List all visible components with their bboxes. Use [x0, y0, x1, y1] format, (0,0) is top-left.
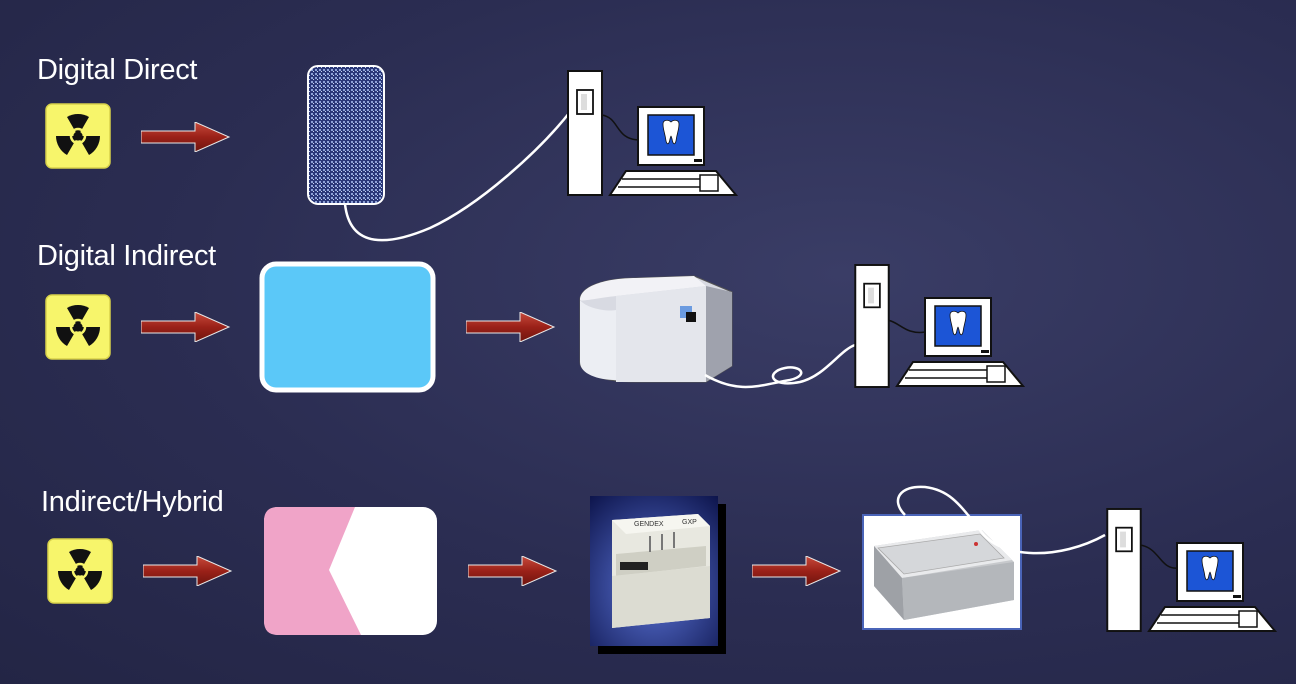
processor-brand-label: GENDEX [634, 521, 664, 528]
row-title-digital-indirect: Digital Indirect [37, 240, 216, 272]
processor-model-label: GXP [682, 519, 697, 526]
plate-scanner-icon [579, 275, 733, 383]
flatbed-scanner-photo [862, 514, 1022, 630]
computer-workstation-icon [1147, 541, 1277, 633]
film-icon [264, 507, 437, 635]
flatbed-scanner-icon [874, 530, 1014, 620]
film-processor-icon: GENDEX GXP [590, 496, 718, 646]
film-processor-photo: GENDEX GXP [590, 496, 718, 646]
row-title-indirect-hybrid: Indirect/Hybrid [41, 486, 224, 518]
row-title-digital-direct: Digital Direct [37, 54, 198, 86]
phosphor-plate-icon [259, 261, 436, 393]
computer-tower-icon [1106, 508, 1142, 632]
